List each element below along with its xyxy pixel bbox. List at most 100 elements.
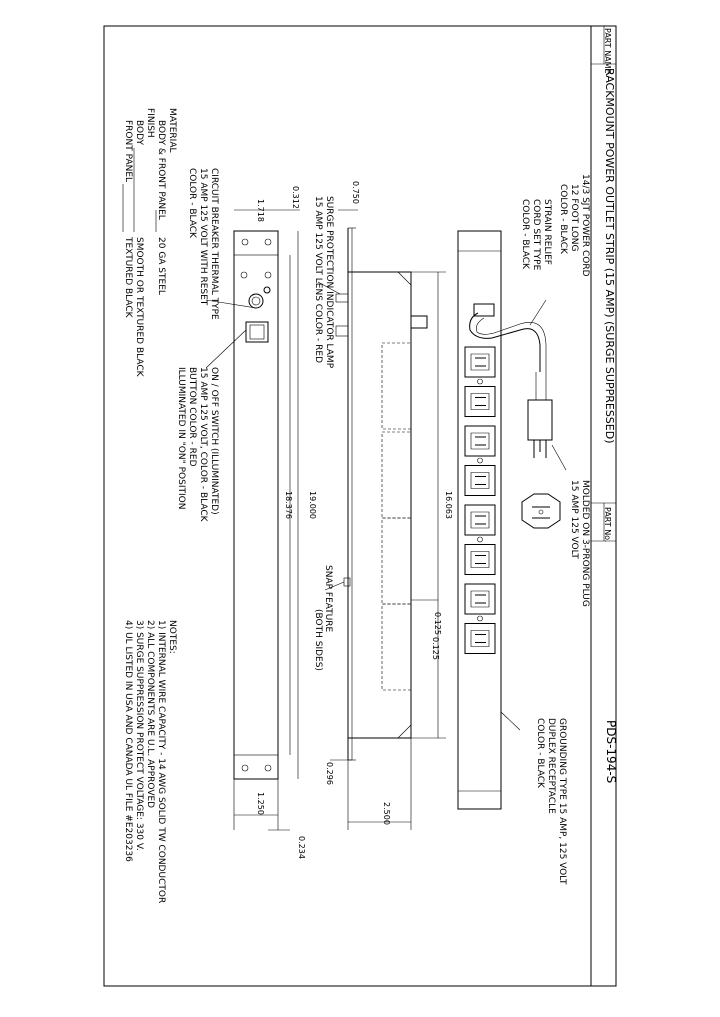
top-view-body <box>457 230 502 810</box>
leader-cord <box>529 299 547 326</box>
side-view <box>317 209 446 830</box>
outlet-face <box>470 630 490 647</box>
label-surge-2: 15 AMP 125 VOLT LENS COLOR - RED <box>313 196 323 363</box>
dim-18376-label: 18.376 <box>284 491 293 519</box>
material-heading: MATERIAL <box>167 108 177 153</box>
outlet-face <box>470 432 490 450</box>
dim-2500-label: 2.500 <box>382 802 391 825</box>
label-switch-3: BUTTON COLOR - RED <box>187 367 197 467</box>
outlet-face <box>470 353 490 371</box>
outlet-face <box>470 551 490 568</box>
outlet-face <box>470 393 490 410</box>
outlet-receptacle <box>464 544 496 575</box>
mount-hole-2 <box>264 238 272 246</box>
label-switch-2: 15 AMP 125 VOLT, COLOR - BLACK <box>198 367 208 523</box>
outlet-receptacle <box>464 386 496 417</box>
leader-receptacle <box>500 711 521 731</box>
outlet-screw <box>477 378 483 385</box>
side-switch <box>335 325 349 337</box>
top-view <box>457 230 567 810</box>
circuit-breaker-inner <box>251 296 261 306</box>
outlet-screw <box>477 457 483 464</box>
outlet-receptacle <box>464 583 496 615</box>
finish-heading: FINISH <box>145 108 155 138</box>
part-number: PDS-194-S <box>604 720 618 783</box>
label-breaker-1: CIRCUIT BREAKER THERMAL TYPE <box>209 168 219 320</box>
part-no-label: PART No. <box>603 507 612 542</box>
label-surge-1: SURGE PROTECTION INDICATOR LAMP <box>324 196 334 369</box>
dim-0125b-label: 0.125 <box>431 637 440 660</box>
label-receptacle-1: GROUNDING TYPE 15 AMP, 125 VOLT <box>557 718 567 885</box>
outlet-receptacle <box>464 425 496 457</box>
label-plug-2: 15 AMP 125 VOLT <box>569 480 579 559</box>
mount-hole-4 <box>264 764 272 772</box>
dim-0296-label: 0.296 <box>325 762 334 785</box>
plug-neck <box>535 372 547 400</box>
power-cord-inner <box>476 317 547 372</box>
label-switch-1: ON / OFF SWITCH (ILLUMINATED) <box>209 367 219 515</box>
label-receptacle-3: COLOR - BLACK <box>535 718 545 789</box>
outlet-face <box>470 511 490 529</box>
outlet-receptacle <box>464 623 496 654</box>
side-outlet-block-1 <box>381 342 412 430</box>
circuit-breaker <box>248 293 264 309</box>
side-outlet-block-3 <box>381 517 412 605</box>
front-panel-body <box>233 230 279 780</box>
finish-body-value: SMOOTH OR TEXTURED BLACK <box>134 237 144 378</box>
leader-plug <box>551 444 567 471</box>
plug-body <box>527 399 553 441</box>
leader-surge-lamp <box>317 281 341 295</box>
notes-block: NOTES: 1) INTERNAL WIRE CAPACITY - 14 AW… <box>123 620 177 903</box>
strain-relief <box>473 303 495 317</box>
dim-0312-label: 0.312 <box>291 186 300 209</box>
screw-1 <box>240 271 248 279</box>
dim-0750-label: 0.750 <box>351 181 360 204</box>
power-cord <box>469 312 541 372</box>
label-strain-3: COLOR - BLACK <box>520 199 530 270</box>
finish-front-panel: FRONT PANEL <box>123 120 133 182</box>
note-2: 2) ALL COMPONENTS ARE U.L. APPROVED <box>145 620 155 808</box>
leader-snap <box>324 581 345 591</box>
outlet-receptacle <box>464 465 496 496</box>
front-panel-ear-top <box>233 230 279 256</box>
label-cord-2: 12 FOOT LONG <box>569 184 579 252</box>
label-receptacle-2: DUPLEX RECEPTACLE <box>546 718 556 814</box>
label-cord-1: 14/3 SJT POWER CORD <box>580 174 590 277</box>
front-panel-ear-bottom <box>233 754 279 780</box>
dim-0234-label: 0.234 <box>297 836 306 859</box>
side-lamp <box>335 293 349 303</box>
outlet-group <box>464 346 496 654</box>
mount-hole-3 <box>241 764 249 772</box>
surge-indicator-lamp <box>263 286 271 294</box>
outlet-face <box>470 472 490 489</box>
dim-19000-label: 19.000 <box>308 491 317 519</box>
label-snap-1: SNAP FEATURE <box>323 565 333 633</box>
drawing-border <box>103 25 617 987</box>
part-name: RACKMOUNT POWER OUTLET STRIP (15 AMP) (S… <box>603 68 616 444</box>
outlet-screw <box>477 536 483 543</box>
material-body-front: BODY & FRONT PANEL <box>156 120 166 220</box>
dim-0125-label: 0.125 <box>433 612 442 635</box>
material-block: MATERIAL BODY & FRONT PANEL 20 GA STEEL … <box>122 108 177 378</box>
material-body-front-value: 20 GA STEEL <box>156 237 166 295</box>
leader-breaker <box>205 299 257 309</box>
label-strain-1: STRAIN RELIEF <box>542 199 552 265</box>
side-view-body <box>347 271 412 739</box>
side-chamfer-bottom <box>397 724 412 739</box>
plug-face-icon <box>521 493 561 529</box>
side-cord-exit <box>410 315 428 329</box>
dim-16063-label: 16.063 <box>444 491 453 519</box>
label-switch-4: ILLUMINATED IN "ON" POSITION <box>176 367 186 509</box>
screw-2 <box>264 271 272 279</box>
outlet-receptacle <box>464 504 496 536</box>
label-breaker-2: 15 AMP 125 VOLT WITH RESET <box>198 168 208 306</box>
front-view <box>205 209 300 831</box>
leader-switch <box>205 329 247 369</box>
side-outlet-block-2 <box>381 431 412 519</box>
note-4: 4) UL LISTED IN USA AND CANADA UL FILE #… <box>123 620 133 862</box>
label-breaker-3: COLOR - BLACK <box>187 168 197 239</box>
outlet-receptacle <box>464 346 496 378</box>
side-chamfer-top <box>397 271 412 286</box>
